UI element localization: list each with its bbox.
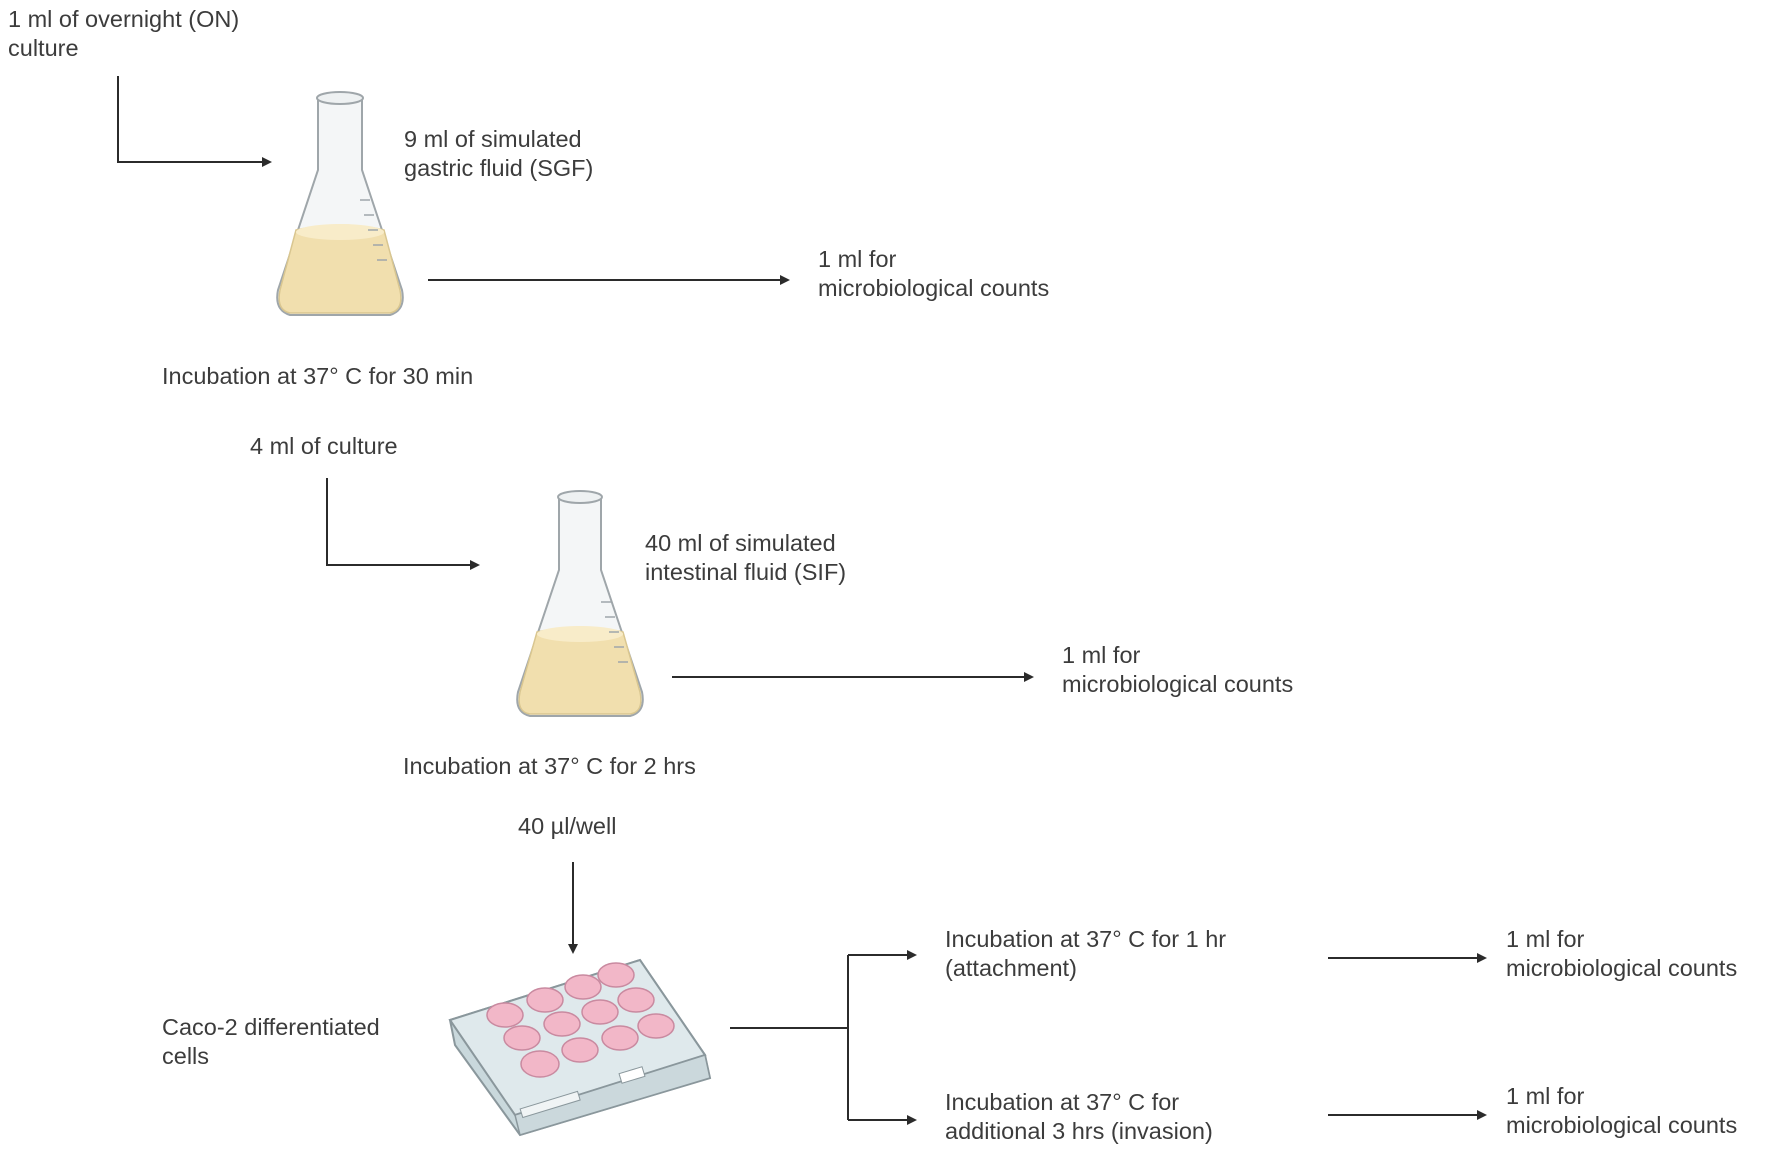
well-plate-icon	[448, 958, 712, 1137]
transfer-2-label: 40 µl/well	[518, 813, 617, 839]
arrow-on-to-sgf	[117, 76, 272, 167]
attachment-label: Incubation at 37° C for 1 hr(attachment)	[945, 926, 1227, 981]
incubation-1-label: Incubation at 37° C for 30 min	[162, 363, 474, 389]
flask-sif-icon	[516, 490, 644, 717]
on-culture-label: 1 ml of overnight (ON)culture	[8, 6, 240, 61]
transfer-1-label: 4 ml of culture	[250, 433, 398, 459]
arrow-culture-to-sif	[326, 478, 480, 570]
incubation-2-label: Incubation at 37° C for 2 hrs	[403, 753, 696, 779]
flask-sgf-icon	[276, 91, 404, 316]
